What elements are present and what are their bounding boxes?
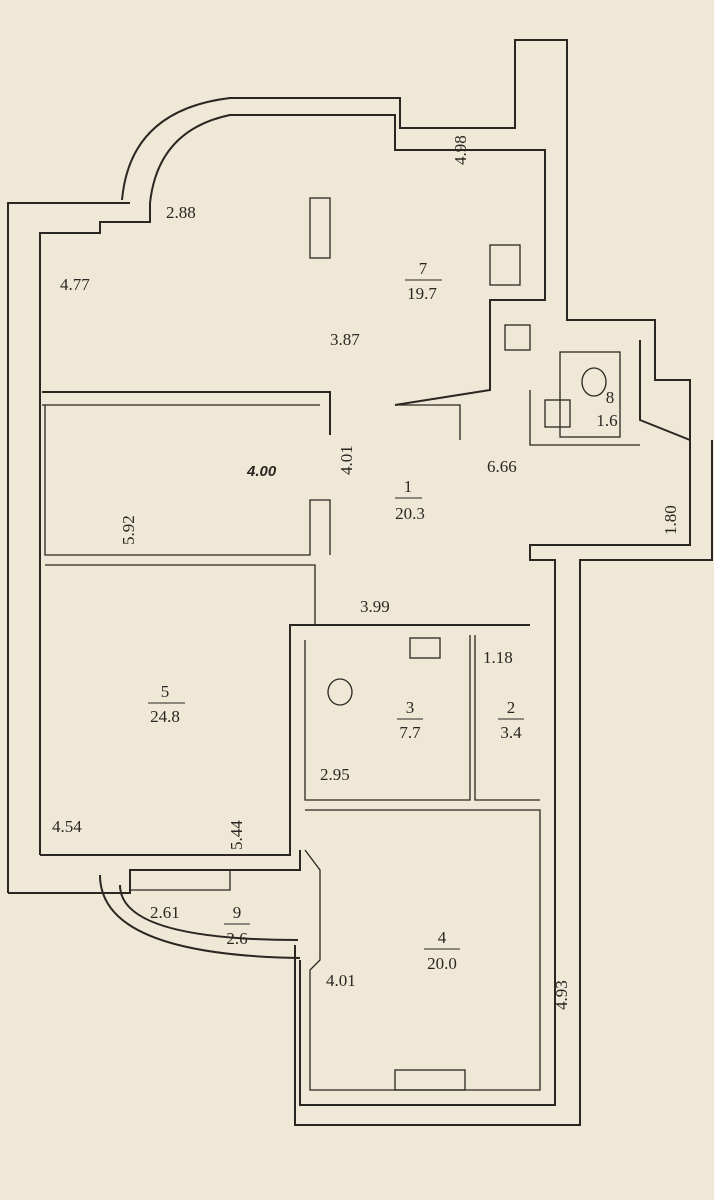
svg-text:2: 2 — [507, 698, 516, 717]
svg-text:7.7: 7.7 — [399, 723, 421, 742]
svg-text:8: 8 — [606, 388, 615, 407]
svg-text:9: 9 — [233, 903, 242, 922]
room-9-label: 92.6 — [224, 903, 250, 948]
dim-4-98: 4.98 — [451, 135, 470, 165]
dim-2-61: 2.61 — [150, 903, 180, 922]
svg-text:2.6: 2.6 — [226, 929, 247, 948]
dim-4-01-a: 4.01 — [337, 445, 356, 475]
dim-4-01-b: 4.01 — [326, 971, 356, 990]
dim-4-77: 4.77 — [60, 275, 90, 294]
room-8-label: 81.6 — [596, 388, 617, 430]
dim-5-44: 5.44 — [227, 820, 246, 850]
svg-text:19.7: 19.7 — [407, 284, 437, 303]
dim-5-92: 5.92 — [119, 515, 138, 545]
room-3-label: 37.7 — [397, 698, 423, 742]
svg-text:5: 5 — [161, 682, 170, 701]
svg-text:24.8: 24.8 — [150, 707, 180, 726]
dim-4-00: 4.00 — [246, 463, 277, 480]
outer-walls — [7, 39, 713, 1126]
dimension-labels: 4.98 2.88 4.77 3.87 4.00 4.01 6.66 1.80 … — [52, 135, 680, 1010]
room-1-label: 120.3 — [395, 477, 425, 523]
svg-text:1: 1 — [404, 477, 413, 496]
room-5-label: 524.8 — [148, 682, 185, 726]
svg-text:20.3: 20.3 — [395, 504, 425, 523]
room-7-label: 719.7 — [405, 259, 442, 303]
dim-2-88: 2.88 — [166, 203, 196, 222]
dim-6-66: 6.66 — [487, 457, 517, 476]
svg-text:20.0: 20.0 — [427, 954, 457, 973]
dim-3-87: 3.87 — [330, 330, 360, 349]
dim-1-80: 1.80 — [661, 505, 680, 535]
dim-4-93: 4.93 — [552, 980, 571, 1010]
interior-walls — [42, 197, 640, 1091]
room-2-label: 23.4 — [498, 698, 524, 742]
svg-text:4: 4 — [438, 928, 447, 947]
room-4-label: 420.0 — [424, 928, 460, 973]
room-labels: 719.7 81.6 120.3 524.8 37.7 23.4 92.6 42… — [148, 259, 618, 973]
svg-text:3: 3 — [406, 698, 415, 717]
dim-1-18: 1.18 — [483, 648, 513, 667]
dim-2-95: 2.95 — [320, 765, 350, 784]
dim-4-54: 4.54 — [52, 817, 82, 836]
svg-text:7: 7 — [419, 259, 428, 278]
svg-text:1.6: 1.6 — [596, 411, 617, 430]
dim-3-99: 3.99 — [360, 597, 390, 616]
svg-text:3.4: 3.4 — [500, 723, 522, 742]
